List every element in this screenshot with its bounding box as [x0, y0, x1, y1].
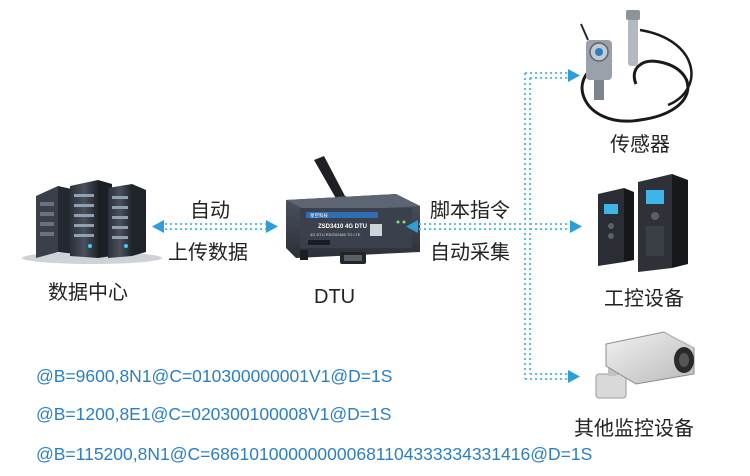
arrow-right-icon: [570, 220, 582, 233]
device-link-tree: [406, 69, 582, 383]
camera-icon: [595, 330, 695, 399]
industrial-equipment-label: 工控设备: [604, 286, 684, 310]
command-line-2: @B=1200,8E1@C=020300100008V1@D=1S: [36, 404, 392, 424]
auto-label: 自动: [190, 198, 230, 222]
arrow-left-icon: [152, 220, 164, 233]
arrow-left-icon: [406, 220, 418, 233]
device-subtitle: 4G DTU RS232/485 TO LTE: [310, 232, 361, 237]
command-line-1: @B=9600,8N1@C=010300000001V1@D=1S: [36, 366, 393, 386]
brand-strip: [306, 212, 378, 218]
pressure-sensor-icon: [580, 10, 693, 123]
upload-label: 上传数据: [168, 240, 248, 264]
auto-collect-label: 自动采集: [430, 240, 510, 264]
dtu-label: DTU: [314, 286, 356, 308]
data-center-label: 数据中心: [48, 280, 128, 304]
device-model: ZSD3410 4G DTU: [318, 224, 367, 230]
server-rack-icon: [22, 180, 162, 264]
arrow-right-icon: [568, 370, 580, 383]
sensor-label: 传感器: [610, 132, 670, 156]
dtu-device-icon: 星空科技 ZSD3410 4G DTU 4G DTU RS232/485 TO …: [286, 156, 420, 264]
script-cmd-label: 脚本指令: [430, 198, 510, 222]
datacenter-link: [152, 220, 278, 233]
command-line-3: @B=115200,8N1@C=686101000000000681104333…: [36, 444, 593, 464]
industrial-equipment-icon: [598, 174, 688, 272]
device-brand: 星空科技: [310, 212, 328, 219]
other-monitoring-label: 其他监控设备: [574, 416, 694, 440]
arrow-right-icon: [568, 69, 580, 82]
arrow-right-icon: [266, 220, 278, 233]
